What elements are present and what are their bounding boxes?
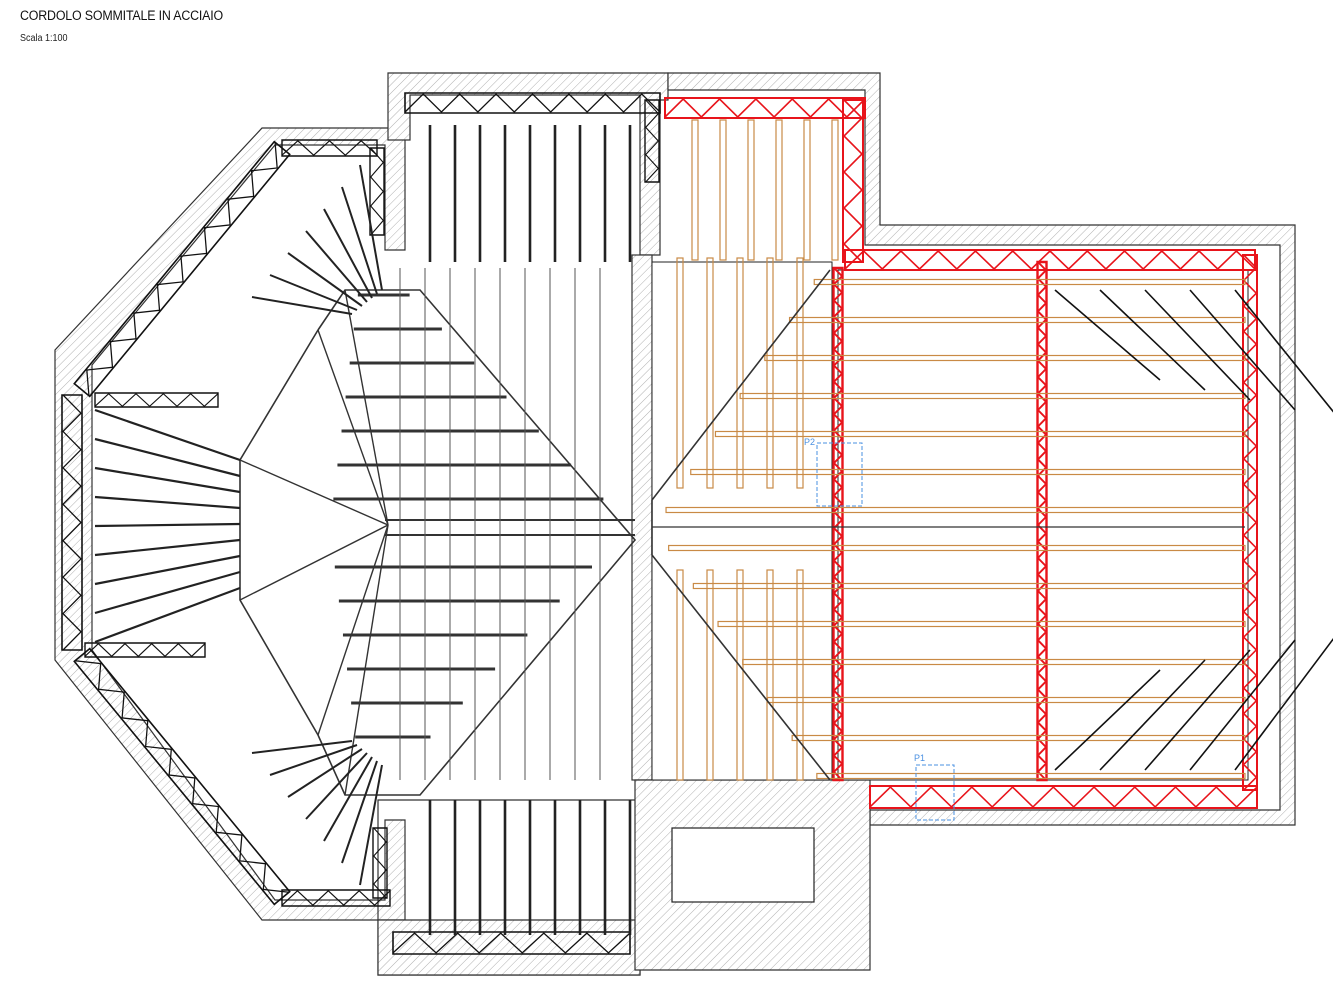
marker-p2-label: P2 (804, 437, 815, 447)
truss-apse-bottom-right (372, 827, 388, 899)
truss-apse-west (61, 394, 83, 651)
drawing-title: CORDOLO SOMMITALE IN ACCIAIO (20, 8, 224, 23)
marker-p2[interactable]: P2 (804, 437, 863, 507)
ring-mid-top (844, 249, 1256, 271)
central-wall (631, 254, 653, 781)
ring-bottom (869, 785, 1258, 809)
truss-apse-bottom (281, 889, 391, 907)
truss-apse-top (281, 139, 378, 157)
drawing-scale: Scala 1:100 (20, 33, 68, 44)
truss-apse-diag-top (73, 140, 291, 398)
apse-wall (54, 127, 406, 921)
opening (671, 827, 815, 903)
new-steel-ring-beam (664, 97, 1258, 809)
truss-top-left (404, 92, 661, 114)
truss-apse-diag-bottom (73, 647, 291, 906)
left-roof-framing (94, 125, 637, 935)
marker-p1-label: P1 (914, 753, 925, 763)
marker-p1[interactable]: P1 (914, 753, 955, 821)
existing-steel-trusses (61, 92, 661, 955)
ring-top (664, 97, 866, 119)
timber-joists (651, 119, 1333, 781)
